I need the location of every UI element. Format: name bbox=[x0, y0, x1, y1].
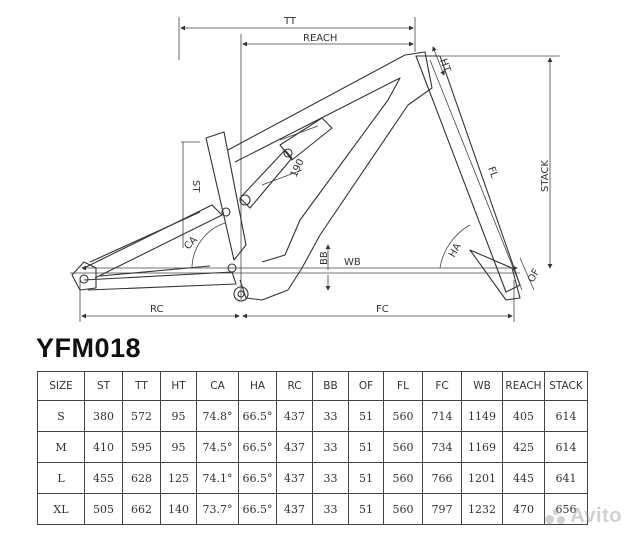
table-cell: 66.5° bbox=[238, 462, 277, 494]
table-cell: 73.7° bbox=[196, 493, 239, 525]
table-cell: 614 bbox=[544, 431, 588, 463]
table-cell: 74.8° bbox=[196, 400, 239, 432]
table-cell: 125 bbox=[160, 462, 197, 494]
table-cell: 714 bbox=[422, 400, 462, 432]
label-of: OF bbox=[526, 267, 542, 285]
dimension-labels: TT REACH HT STACK FL ST CA 190 BB WB HA … bbox=[150, 16, 551, 315]
column-header-tt: TT bbox=[122, 371, 161, 401]
label-fc: FC bbox=[376, 304, 389, 315]
table-cell: 734 bbox=[422, 431, 462, 463]
table-cell: L bbox=[37, 462, 85, 494]
table-cell: 380 bbox=[84, 400, 123, 432]
table-cell: 470 bbox=[502, 493, 545, 525]
table-cell: 641 bbox=[544, 462, 588, 494]
column-header-stack: STACK bbox=[544, 371, 588, 401]
label-fl: FL bbox=[485, 165, 499, 180]
table-cell: 51 bbox=[348, 400, 384, 432]
table-cell: 74.1° bbox=[196, 462, 239, 494]
table-cell: 51 bbox=[348, 431, 384, 463]
table-cell: 33 bbox=[312, 400, 349, 432]
table-cell: 140 bbox=[160, 493, 197, 525]
column-header-fc: FC bbox=[422, 371, 462, 401]
table-cell: 66.5° bbox=[238, 493, 277, 525]
dimension-lines bbox=[70, 17, 560, 322]
label-bb: BB bbox=[319, 251, 330, 265]
table-cell: 33 bbox=[312, 462, 349, 494]
table-cell: 437 bbox=[276, 493, 313, 525]
table-cell: 560 bbox=[383, 400, 423, 432]
column-header-wb: WB bbox=[461, 371, 503, 401]
table-cell: 437 bbox=[276, 400, 313, 432]
table-cell: 445 bbox=[502, 462, 545, 494]
table-cell: 505 bbox=[84, 493, 123, 525]
table-cell: 455 bbox=[84, 462, 123, 494]
table-cell: 628 bbox=[122, 462, 161, 494]
column-header-size: SIZE bbox=[37, 371, 85, 401]
table-cell: 95 bbox=[160, 400, 197, 432]
table-cell: 33 bbox=[312, 493, 349, 525]
table-cell: 51 bbox=[348, 493, 384, 525]
table-cell: 66.5° bbox=[238, 431, 277, 463]
table-cell: 766 bbox=[422, 462, 462, 494]
table-cell: 614 bbox=[544, 400, 588, 432]
table-cell: 437 bbox=[276, 431, 313, 463]
column-header-rc: RC bbox=[276, 371, 313, 401]
column-header-ca: CA bbox=[196, 371, 239, 401]
table-cell: 405 bbox=[502, 400, 545, 432]
column-header-ha: HA bbox=[238, 371, 277, 401]
table-cell: 410 bbox=[84, 431, 123, 463]
column-header-ht: HT bbox=[160, 371, 197, 401]
table-cell: 425 bbox=[502, 431, 545, 463]
table-cell: 560 bbox=[383, 431, 423, 463]
table-cell: 1169 bbox=[461, 431, 503, 463]
column-header-fl: FL bbox=[383, 371, 423, 401]
label-ca: CA bbox=[182, 234, 200, 252]
table-cell: 797 bbox=[422, 493, 462, 525]
model-name: YFM018 bbox=[36, 333, 142, 363]
watermark-text: Avito bbox=[570, 505, 622, 527]
avito-watermark: Avito bbox=[545, 505, 622, 528]
table-cell: 560 bbox=[383, 462, 423, 494]
table-cell: 66.5° bbox=[238, 400, 277, 432]
table-cell: 656 bbox=[544, 493, 588, 525]
label-ht: HT bbox=[437, 57, 452, 74]
table-cell: M bbox=[37, 431, 85, 463]
table-cell: 572 bbox=[122, 400, 161, 432]
table-cell: S bbox=[37, 400, 85, 432]
table-cell: 33 bbox=[312, 431, 349, 463]
label-reach: REACH bbox=[303, 33, 337, 44]
table-cell: 95 bbox=[160, 431, 197, 463]
frame-outline bbox=[71, 51, 521, 302]
table-cell: 595 bbox=[122, 431, 161, 463]
table-cell: 74.5° bbox=[196, 431, 239, 463]
table-cell: 1232 bbox=[461, 493, 503, 525]
table-cell: 437 bbox=[276, 462, 313, 494]
table-cell: 560 bbox=[383, 493, 423, 525]
frame-geometry-diagram: TT REACH HT STACK FL ST CA 190 BB WB HA … bbox=[70, 16, 560, 322]
label-tt: TT bbox=[283, 16, 297, 27]
avito-logo-icon bbox=[545, 508, 567, 525]
column-header-of: OF bbox=[348, 371, 384, 401]
table-cell: 1149 bbox=[461, 400, 503, 432]
column-header-bb: BB bbox=[312, 371, 349, 401]
label-rc: RC bbox=[150, 304, 163, 315]
table-cell: XL bbox=[37, 493, 85, 525]
column-header-st: ST bbox=[84, 371, 123, 401]
table-cell: 51 bbox=[348, 462, 384, 494]
label-stack: STACK bbox=[540, 160, 551, 192]
column-header-reach: REACH bbox=[502, 371, 545, 401]
table-cell: 1201 bbox=[461, 462, 503, 494]
table-cell: 662 bbox=[122, 493, 161, 525]
label-shock: 190 bbox=[289, 157, 307, 179]
label-wb: WB bbox=[344, 257, 361, 268]
label-st: ST bbox=[190, 180, 201, 193]
